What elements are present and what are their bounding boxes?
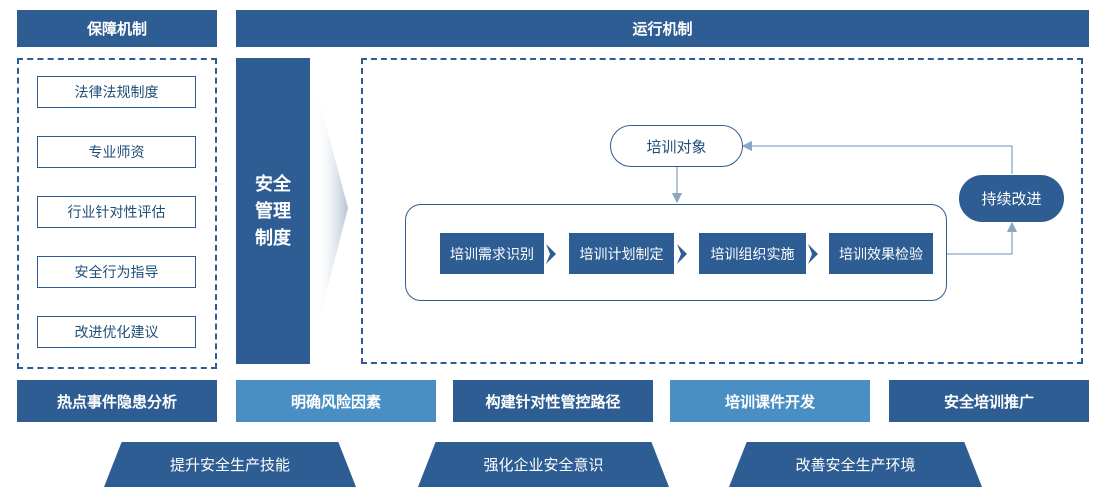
outcome-strengthen-awareness: 强化企业安全意识 — [418, 442, 669, 487]
step-needs-identification: 培训需求识别 — [440, 233, 544, 274]
step-arrow-icon — [808, 244, 818, 264]
operation-mechanism-header: 运行机制 — [236, 10, 1089, 47]
step-plan-formulation: 培训计划制定 — [569, 233, 674, 274]
bottom-item-control-path: 构建针对性管控路径 — [453, 380, 653, 422]
operation-panel — [361, 58, 1083, 364]
bottom-item-risk-factors: 明确风险因素 — [236, 380, 436, 422]
bottom-item-promotion: 安全培训推广 — [889, 380, 1089, 422]
outcome-improve-environment: 改善安全生产环境 — [729, 442, 982, 487]
guarantee-panel — [17, 58, 217, 369]
step-organization-implementation: 培训组织实施 — [699, 233, 806, 274]
step-arrow-icon — [546, 244, 556, 264]
guarantee-item-law: 法律法规制度 — [37, 76, 196, 108]
outcome-improve-skills: 提升安全生产技能 — [104, 442, 356, 487]
safety-management-system: 安全管理制度 — [236, 58, 310, 364]
guarantee-item-suggestions: 改进优化建议 — [37, 316, 196, 348]
guarantee-item-guidance: 安全行为指导 — [37, 256, 196, 288]
continuous-improvement-node: 持续改进 — [959, 175, 1064, 222]
guarantee-item-teachers: 专业师资 — [37, 136, 196, 168]
safety-management-system-label: 安全管理制度 — [255, 173, 291, 249]
bottom-item-courseware: 培训课件开发 — [670, 380, 870, 422]
step-arrow-icon — [677, 244, 687, 264]
bottom-item-hazard-analysis: 热点事件隐患分析 — [17, 380, 217, 422]
guarantee-mechanism-header: 保障机制 — [17, 10, 217, 47]
training-target-node: 培训对象 — [610, 125, 743, 167]
guarantee-item-assessment: 行业针对性评估 — [37, 196, 196, 228]
step-effect-evaluation: 培训效果检验 — [829, 233, 933, 274]
